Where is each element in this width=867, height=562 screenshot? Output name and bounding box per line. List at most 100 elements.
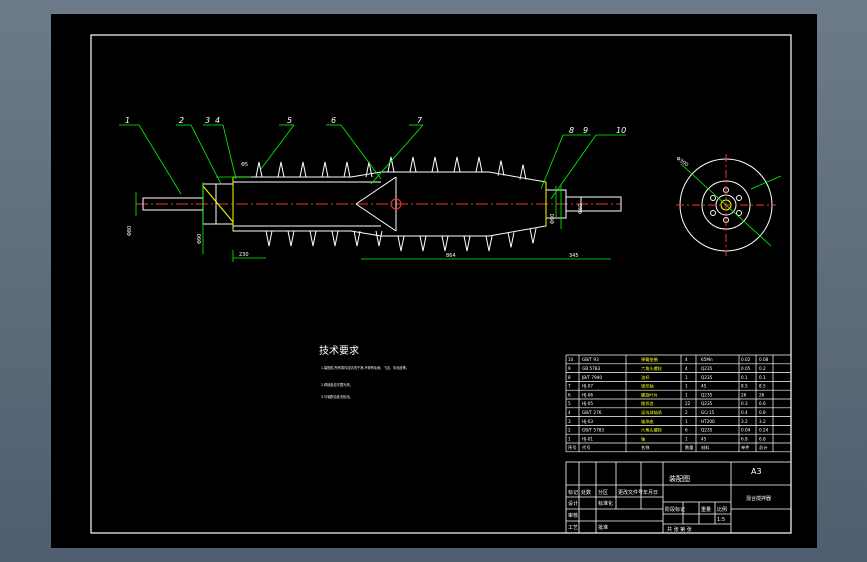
bom-cell: 2: [685, 410, 688, 415]
bom-cell: 0.1: [759, 375, 766, 380]
bom-cell: 0.02: [741, 357, 751, 362]
mixing-tooth-bottom: [485, 235, 493, 252]
bom-cell: 0.04: [741, 428, 751, 433]
bom-cell: GCr15: [701, 410, 715, 415]
bom-cell: 0.1: [741, 375, 748, 380]
bom-cell: 3.2: [741, 419, 748, 424]
mixing-tooth-bottom: [529, 228, 537, 244]
mixing-tooth-top: [409, 156, 417, 173]
bom-cell: GB/T 5783: [582, 428, 604, 433]
mixing-tooth-top: [431, 156, 439, 173]
bom-cell: 2: [568, 428, 571, 433]
side-view: [676, 154, 782, 256]
drawing-svg: 1 2 3 4 5 6 7 8 9 10 Φ5 Φ80 Φ90 230 864 …: [90, 34, 792, 534]
tb-count: 处数: [581, 489, 591, 496]
balloon-8: 8: [569, 126, 574, 135]
tech-note-3: 3.与轴配合处无松动。: [321, 394, 353, 399]
drawing-name: 装配图: [669, 474, 690, 483]
bom-cell: 六角头螺栓: [641, 365, 663, 372]
title-block: [565, 461, 792, 534]
mixing-tooth-top: [497, 160, 505, 176]
dim-flight-pitch: Φ5: [241, 162, 248, 168]
bom-cell: 1: [685, 384, 688, 389]
mixing-tooth-top: [387, 156, 395, 173]
bom-cell: 6: [568, 392, 571, 397]
tech-notes: 1.装配前,所有零件应清洗干净,不得有毛刺、飞边、氧化皮等。 2.焊接处应平整光…: [321, 365, 409, 399]
dim-left-shaft-dia: Φ90: [197, 234, 203, 244]
part-name: 混合搅拌器: [746, 495, 771, 502]
bom-cell: 1: [685, 375, 688, 380]
balloon-6: 6: [331, 116, 336, 125]
bom-cell: Q235: [701, 401, 713, 406]
tb-approve: 批准: [598, 524, 608, 531]
tb-change-no: 更改文件号: [618, 489, 643, 496]
bom-cell: 8.5: [759, 384, 766, 389]
bom-cell: 0.05: [741, 366, 751, 371]
bom-cell: 9: [568, 366, 571, 371]
bom-cell: 0.08: [759, 357, 769, 362]
dimension-texts: Φ5 Φ80 Φ90 230 864 345 Φ90 Φ60 Φ300: [127, 156, 689, 259]
dimension-lines: [135, 176, 611, 262]
mixing-tooth-bottom: [287, 230, 295, 247]
mixing-tooth-top: [277, 161, 285, 178]
bom-cell: 搅拌齿: [641, 400, 654, 407]
bom-cell: 5: [568, 401, 571, 406]
bom-cell: 弹簧垫圈: [641, 356, 658, 363]
dim-right-shaft-dia: Φ60: [578, 204, 584, 214]
bom-cell: 22: [685, 401, 691, 406]
mixing-tooth-bottom: [375, 230, 383, 247]
bom-cell: 4: [568, 410, 571, 415]
tb-date: 年月日: [643, 489, 658, 496]
bom-cell: 1: [568, 436, 571, 441]
mixing-tooth-bottom: [397, 235, 405, 252]
bom-cell: 1: [685, 392, 688, 397]
dim-main-len: 864: [446, 253, 456, 259]
format-size: A3: [751, 467, 762, 476]
bom-cell: HJ-03: [582, 419, 593, 424]
bom-cell: 8.5: [741, 384, 748, 389]
bom-cell: 45: [701, 436, 707, 441]
bom-cell: HJ-01: [582, 436, 593, 441]
tb-stage: 阶段标记: [665, 506, 685, 513]
bom-cell: 油杯: [641, 374, 650, 381]
drawing-sheet: 1 2 3 4 5 6 7 8 9 10 Φ5 Φ80 Φ90 230 864 …: [51, 14, 817, 548]
dim-left-dia: Φ80: [127, 226, 133, 236]
bom-cell: 0.24: [759, 428, 769, 433]
bom-cell: 26: [741, 392, 747, 397]
mixing-tooth-top: [453, 156, 461, 173]
bom-cell: 7: [568, 384, 571, 389]
tech-note-1: 1.装配前,所有零件应清洗干净,不得有毛刺、飞边、氧化皮等。: [321, 365, 409, 370]
mixing-tooth-top: [365, 161, 373, 178]
bom-cell: 0.2: [759, 366, 766, 371]
bom-cell: Q235: [701, 366, 713, 371]
bom-cell: 0.8: [759, 410, 766, 415]
mixing-tooth-bottom: [265, 230, 273, 247]
bom-cell: 3.2: [759, 419, 766, 424]
tb-design: 设计: [568, 500, 578, 507]
mixing-tooth-bottom: [507, 232, 515, 248]
dim-flange-dia: Φ300: [675, 156, 689, 169]
right-shaft: [565, 196, 622, 212]
tb-sheets: 共 张 第 张: [667, 526, 692, 533]
title-block-texts: 装配图 A3 混合搅拌器 1:5 标记 处数 分区 更改文件号 年月日 设计 标…: [568, 467, 771, 533]
bom-cell: 6: [685, 428, 688, 433]
tech-note-2: 2.焊接处应平整光滑。: [321, 382, 353, 387]
dim-right-dia: Φ90: [550, 214, 556, 224]
bom-header-cell: 数量: [685, 444, 693, 451]
mixing-tooth-top: [255, 161, 263, 178]
bom-cell: 4: [685, 357, 688, 362]
bom-header-cell: 序号: [568, 444, 576, 451]
tb-std: 标准化: [598, 500, 613, 507]
bom-cell: GB/T 93: [582, 357, 599, 362]
bom-cell: Q235: [701, 392, 713, 397]
balloon-10: 10: [616, 126, 626, 135]
bom-header-cell: 材料: [701, 444, 710, 451]
balloon-5: 5: [287, 116, 292, 125]
tb-zone: 分区: [598, 489, 608, 496]
bom-cell: 26: [759, 392, 765, 397]
weld-lines: [202, 177, 547, 231]
mixing-teeth: [255, 156, 537, 252]
balloon-9: 9: [583, 126, 588, 135]
